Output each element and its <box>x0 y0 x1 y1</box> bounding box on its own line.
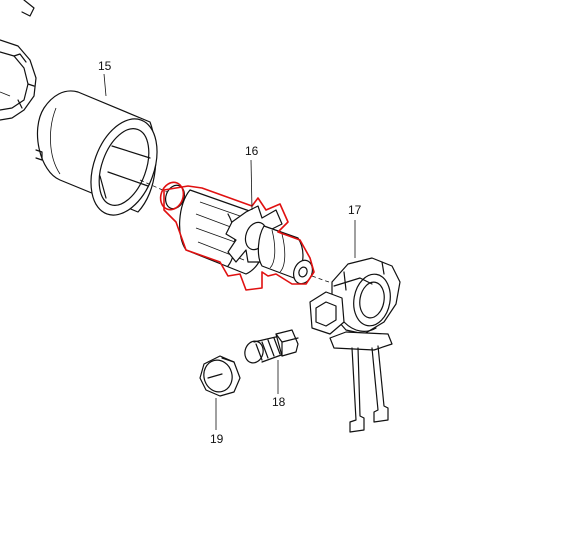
leader-line-16 <box>250 159 253 211</box>
part-17-brush-holder <box>309 220 401 433</box>
part-label-15: 15 <box>98 59 112 73</box>
part-15-field-housing <box>35 90 158 216</box>
part-label-16: 16 <box>245 144 259 158</box>
part-label-19: 19 <box>210 432 224 446</box>
part-18-carbon-brush <box>244 329 299 394</box>
part-16-armature <box>139 179 341 291</box>
leader-line-15 <box>103 73 107 97</box>
part-19-brush-cap <box>199 355 241 430</box>
part-label-17: 17 <box>348 203 362 217</box>
part-label-18: 18 <box>272 395 286 409</box>
partial-part-top-left <box>0 0 37 121</box>
